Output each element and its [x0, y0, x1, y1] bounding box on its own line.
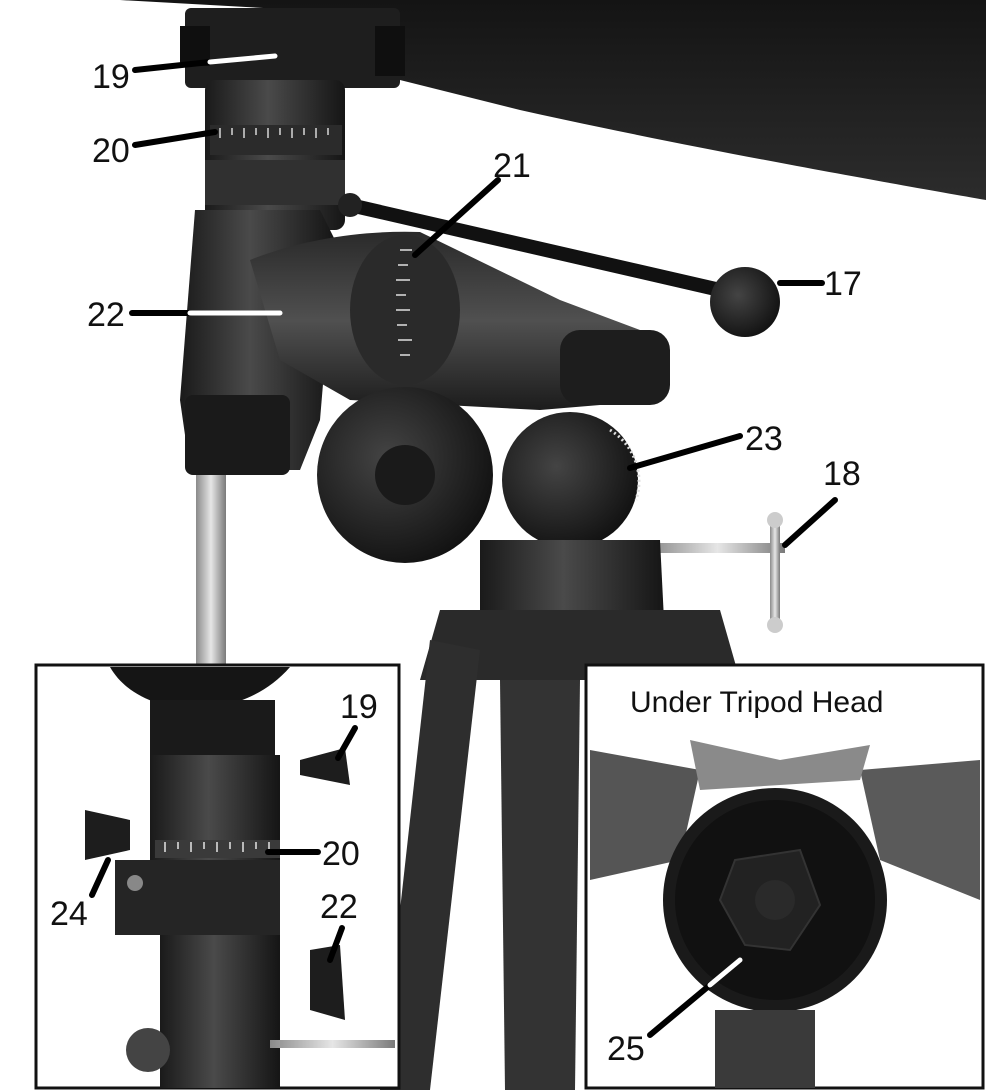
tube-ring-clamp	[185, 8, 400, 88]
inset-right-title: Under Tripod Head	[630, 686, 883, 719]
callout-23: 23	[745, 420, 783, 458]
callout-19: 19	[92, 58, 130, 96]
inset-callout-24: 24	[50, 895, 88, 933]
callout-22: 22	[87, 296, 125, 334]
inset-callout-22: 22	[320, 888, 358, 926]
inset-right-callouts: 25	[607, 957, 743, 1068]
inset-knob-22	[310, 945, 345, 1020]
inset-callout-20: 20	[322, 835, 360, 873]
slow-motion-cable	[348, 198, 722, 297]
counterweight-shaft	[196, 475, 226, 665]
slow-motion-knob	[710, 267, 780, 337]
inset-left-callouts: 19 20 22 24	[50, 688, 378, 963]
tripod-leg-center	[500, 680, 580, 1090]
dec-setting-circle	[210, 125, 342, 155]
telescope-tube	[120, 0, 986, 200]
callout-17: 17	[824, 265, 862, 303]
tripod-leg-left	[380, 640, 480, 1090]
inset-knob-24	[85, 810, 130, 860]
callout-18: 18	[823, 455, 861, 493]
azimuth-lock-bar	[650, 543, 785, 553]
inset-right: Under Tripod Head	[584, 663, 985, 1090]
inset-callout-25: 25	[607, 1030, 645, 1068]
inset-left	[34, 663, 401, 1090]
inset-callout-19: 19	[340, 688, 378, 726]
latitude-scale	[502, 412, 638, 548]
main-callouts: 19 20 21 17 22 23 18	[87, 53, 862, 548]
callout-21: 21	[493, 147, 531, 185]
main-illustration	[120, 0, 986, 1090]
callout-20: 20	[92, 132, 130, 170]
